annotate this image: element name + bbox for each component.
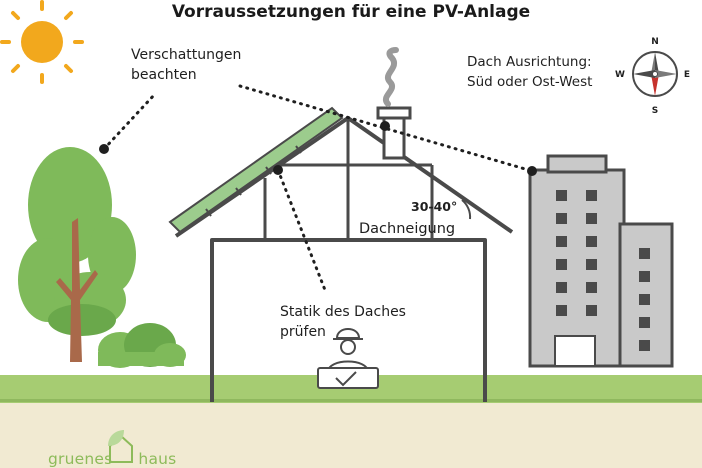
brand-logo: gruenes haus bbox=[48, 450, 176, 468]
statics-dot bbox=[273, 165, 283, 175]
chimney-dot bbox=[380, 121, 390, 131]
roof-angle-arc bbox=[461, 199, 472, 220]
statics-leader-line bbox=[276, 168, 327, 292]
logo-text-part2: haus bbox=[138, 450, 177, 468]
compass-east-label: E bbox=[684, 70, 690, 80]
orientation-label-line1: Dach Ausrichtung: bbox=[467, 54, 592, 70]
office-building bbox=[528, 154, 674, 368]
engineer-icon bbox=[317, 328, 379, 389]
statics-label-line1: Statik des Daches bbox=[280, 304, 406, 320]
roof-pitch-label: Dachneigung bbox=[359, 221, 456, 237]
shading-dot bbox=[99, 144, 109, 154]
statics-label-line2: prüfen bbox=[280, 324, 326, 340]
orientation-label: Dach Ausrichtung: Süd oder Ost-West bbox=[467, 52, 627, 92]
page-title: Vorraussetzungen für eine PV-Anlage bbox=[171, 2, 531, 22]
sun-icon bbox=[0, 0, 84, 84]
shading-label-line1: Verschattungen bbox=[131, 47, 242, 63]
roof-angle-label: 30-40° bbox=[411, 199, 458, 214]
compass-icon: N S E W bbox=[615, 37, 690, 116]
shading-leader-line bbox=[102, 92, 157, 151]
leader-dots bbox=[99, 121, 537, 176]
building-dot bbox=[527, 166, 537, 176]
orientation-leader-line bbox=[238, 84, 534, 173]
logo-text-part1: gruenes bbox=[48, 450, 113, 468]
compass-north-label: N bbox=[651, 37, 659, 47]
shading-label: Verschattungen beachten bbox=[131, 45, 281, 85]
tree-illustration bbox=[18, 147, 136, 362]
compass-west-label: W bbox=[615, 70, 625, 80]
leader-lines bbox=[102, 84, 534, 292]
statics-label: Statik des Daches prüfen bbox=[280, 302, 430, 342]
bush-illustration bbox=[98, 323, 186, 368]
compass-south-label: S bbox=[652, 106, 658, 116]
logo-house-icon bbox=[108, 430, 133, 463]
solar-panel bbox=[168, 106, 344, 234]
orientation-label-line2: Süd oder Ost-West bbox=[467, 74, 593, 90]
grass-edge bbox=[0, 399, 702, 402]
shading-label-line2: beachten bbox=[131, 67, 197, 83]
